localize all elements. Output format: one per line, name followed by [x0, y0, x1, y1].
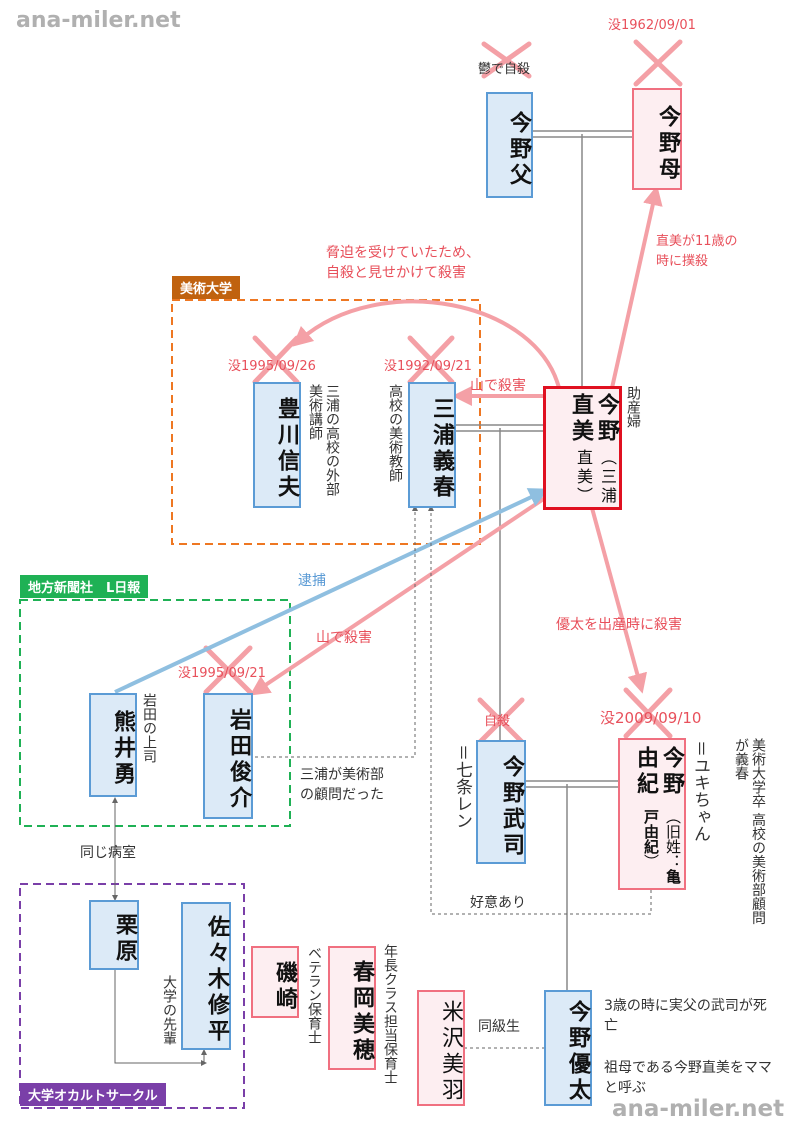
art-university-frame: [171, 299, 481, 545]
takeshi-name: 今野武司: [499, 755, 524, 859]
person-miura[interactable]: 三浦義春: [408, 382, 456, 508]
takeshi-death: 自殺: [484, 714, 511, 729]
miura-name: 三浦義春: [429, 397, 454, 501]
mother-name: 今野母: [655, 105, 680, 183]
kurihara-name: 栗原: [112, 913, 137, 965]
occult-circle-frame: [19, 883, 245, 1109]
yuta-name: 今野優太: [565, 1000, 590, 1104]
isozaki-name: 磯崎: [272, 961, 297, 1013]
yonezawa-name: 米沢美羽: [438, 1000, 463, 1104]
group-tag-newspaper: 地方新聞社 L日報: [20, 575, 149, 598]
killed-iwata-label: 山で殺害: [316, 630, 372, 646]
blackmail-label: 脅迫を受けていたため、 自殺と見せかけて殺害: [326, 245, 480, 281]
person-naomi[interactable]: 今野直美 （三浦直美）: [543, 386, 622, 510]
kumai-name: 熊井勇: [110, 710, 135, 788]
naomi-name: 今野直美: [568, 393, 619, 445]
person-toyokawa[interactable]: 豊川信夫: [253, 382, 301, 508]
person-kurihara[interactable]: 栗原: [89, 900, 139, 970]
iwata-name: 岩田俊介: [226, 708, 251, 812]
killed-miura-label: 山で殺害: [470, 378, 526, 394]
person-iwata[interactable]: 岩田俊介: [203, 693, 253, 819]
person-yonezawa[interactable]: 米沢美羽: [417, 990, 465, 1106]
sasaki-note: 大学の先輩: [161, 975, 177, 1045]
yuta-note-grandmother: 祖母である今野直美をママと呼ぶ: [604, 1060, 772, 1096]
haruoka-note-veteran: ベテラン保育士: [306, 946, 322, 1044]
person-mother[interactable]: 今野母: [632, 88, 682, 190]
miura-advisor-label: 三浦が美術部 の顧問だった: [300, 767, 384, 803]
killed-mother-label: 直美が11歳の 時に撲殺: [656, 234, 738, 269]
classmate-label: 同級生: [478, 1019, 520, 1035]
iwata-death: 没1995/09/21: [178, 666, 266, 681]
yuki-death: 没2009/09/10: [600, 709, 702, 727]
group-tag-occult-circle: 大学オカルトサークル: [20, 1083, 166, 1106]
naomi-note: 助産婦: [625, 386, 641, 428]
haruoka-name: 春岡美穂: [349, 960, 374, 1064]
father-note: 鬱で自殺: [478, 62, 531, 77]
person-yuki[interactable]: 今野由紀 （旧姓：亀戸由紀）: [618, 738, 686, 890]
person-isozaki[interactable]: 磯崎: [251, 946, 299, 1018]
mother-death: 没1962/09/01: [608, 18, 696, 33]
father-name: 今野父: [506, 111, 531, 189]
yuki-alias: （旧姓：亀戸由紀）: [642, 808, 682, 884]
haruoka-note-class: 年長クラス担当保育士: [382, 944, 398, 1084]
miura-note: 高校の美術教師: [387, 384, 403, 482]
newspaper-frame: [19, 599, 291, 827]
yuta-note-father: 3歳の時に実父の武司が死亡: [604, 998, 767, 1034]
killed-yuki-label: 優太を出産時に殺害: [556, 617, 682, 633]
person-haruoka[interactable]: 春岡美穂: [328, 946, 376, 1070]
toyokawa-death: 没1995/09/26: [228, 359, 316, 374]
yuki-name: 今野由紀: [633, 746, 684, 798]
kumai-note: 岩田の上司: [141, 693, 157, 763]
person-kumai[interactable]: 熊井勇: [89, 693, 137, 797]
person-sasaki[interactable]: 佐々木修平: [181, 902, 231, 1050]
toyokawa-name: 豊川信夫: [274, 397, 299, 501]
crush-label: 好意あり: [470, 895, 526, 911]
arrest-label: 逮捕: [298, 573, 326, 589]
yuki-note-career: 美術大学卒 高校の美術部顧問が義春: [733, 738, 766, 925]
naomi-alias: （三浦直美）: [574, 449, 617, 507]
person-father[interactable]: 今野父: [486, 92, 533, 198]
same-hospital-label: 同じ病室: [80, 845, 136, 861]
group-tag-art-university: 美術大学: [172, 276, 241, 299]
watermark-bottom: ana-miler.net: [612, 1096, 785, 1122]
takeshi-note: ＝七条レン: [452, 744, 472, 829]
person-takeshi[interactable]: 今野武司: [476, 740, 526, 864]
person-yuta[interactable]: 今野優太: [544, 990, 592, 1106]
sasaki-name: 佐々木修平: [204, 915, 229, 1045]
miura-death: 没1992/09/21: [384, 359, 472, 374]
yuki-note-alias: ＝ユキちゃん: [690, 740, 710, 842]
watermark-top: ana-miler.net: [16, 8, 181, 33]
toyokawa-note: 三浦の高校の外部美術講師: [307, 384, 340, 496]
